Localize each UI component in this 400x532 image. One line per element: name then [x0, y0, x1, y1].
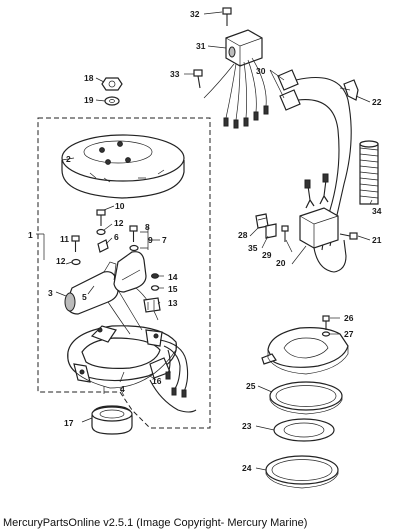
- callout-22: 22: [372, 97, 382, 107]
- bushing[interactable]: [91, 405, 133, 435]
- washer-9[interactable]: [129, 244, 139, 252]
- callout-35: 35: [248, 243, 258, 253]
- ignition-coil[interactable]: [299, 173, 347, 273]
- washer-14[interactable]: [151, 273, 159, 279]
- callout-33: 33: [170, 69, 180, 79]
- switch-box-leads: [203, 57, 269, 129]
- callout-34: 34: [372, 206, 382, 216]
- callout-25: 25: [246, 381, 256, 391]
- charge-coil[interactable]: [64, 261, 119, 315]
- bolt-21[interactable]: [339, 232, 358, 240]
- callout-18: 18: [84, 73, 94, 83]
- callout-11: 11: [60, 234, 69, 244]
- assembly-boundary: [37, 117, 211, 429]
- ring-24[interactable]: [265, 455, 339, 489]
- terminal-35[interactable]: [265, 223, 277, 239]
- callout-29: 29: [262, 250, 272, 260]
- callout-1: 1: [28, 230, 33, 240]
- stator-plate[interactable]: [67, 325, 178, 389]
- leader-lines: [36, 11, 373, 471]
- callout-21: 21: [372, 235, 382, 245]
- screw-33[interactable]: [193, 69, 203, 89]
- callout-5: 5: [82, 292, 87, 302]
- callout-numbers: 1 2 3 4 5 6 7 8 9 10 11 12 12 13 14 15 1…: [28, 9, 382, 473]
- screw-26[interactable]: [322, 315, 330, 330]
- callout-27: 27: [344, 329, 354, 339]
- ring-25[interactable]: [269, 381, 343, 415]
- washer-12-upper[interactable]: [96, 228, 106, 236]
- callout-8: 8: [145, 222, 150, 232]
- switch-box[interactable]: [225, 29, 263, 67]
- callout-10: 10: [115, 201, 125, 211]
- clip-6[interactable]: [97, 239, 109, 253]
- bracket-clip[interactable]: [339, 79, 359, 101]
- callout-14: 14: [168, 272, 178, 282]
- callout-28: 28: [238, 230, 248, 240]
- trigger-coil[interactable]: [113, 251, 147, 293]
- callout-2: 2: [66, 154, 71, 164]
- callout-12a: 12: [114, 218, 124, 228]
- spring-sleeve[interactable]: [359, 140, 379, 205]
- callout-7: 7: [162, 235, 167, 245]
- screw-29[interactable]: [281, 225, 289, 242]
- callout-17: 17: [64, 418, 74, 428]
- callout-4: 4: [120, 384, 125, 394]
- screw-8[interactable]: [129, 225, 138, 242]
- callout-23: 23: [242, 421, 252, 431]
- callout-16: 16: [152, 376, 162, 386]
- callout-24: 24: [242, 463, 252, 473]
- callout-6: 6: [114, 232, 119, 242]
- callout-32: 32: [190, 9, 200, 19]
- screw-32[interactable]: [222, 7, 232, 26]
- washer-19[interactable]: [104, 96, 120, 106]
- screw-10[interactable]: [96, 209, 106, 226]
- screw-11[interactable]: [71, 235, 80, 252]
- callout-31: 31: [196, 41, 206, 51]
- callout-3: 3: [48, 288, 53, 298]
- terminal-block-13[interactable]: [143, 297, 161, 313]
- washer-12-lower[interactable]: [71, 258, 81, 266]
- callout-20: 20: [276, 258, 286, 268]
- nut-18[interactable]: [101, 77, 123, 91]
- callout-19: 19: [84, 95, 94, 105]
- callout-12b: 12: [56, 256, 66, 266]
- callout-26: 26: [344, 313, 354, 323]
- washer-15[interactable]: [150, 285, 160, 291]
- stator-harness[interactable]: [103, 339, 197, 413]
- image-caption: MercuryPartsOnline v2.5.1 (Image Copyrig…: [3, 517, 308, 529]
- callout-13: 13: [168, 298, 178, 308]
- flywheel[interactable]: [61, 134, 185, 199]
- ring-23[interactable]: [273, 418, 335, 442]
- trigger-plate[interactable]: [261, 327, 349, 375]
- callout-30: 30: [256, 66, 266, 76]
- washer-27[interactable]: [321, 331, 331, 337]
- callout-9: 9: [148, 235, 153, 245]
- callout-15: 15: [168, 284, 178, 294]
